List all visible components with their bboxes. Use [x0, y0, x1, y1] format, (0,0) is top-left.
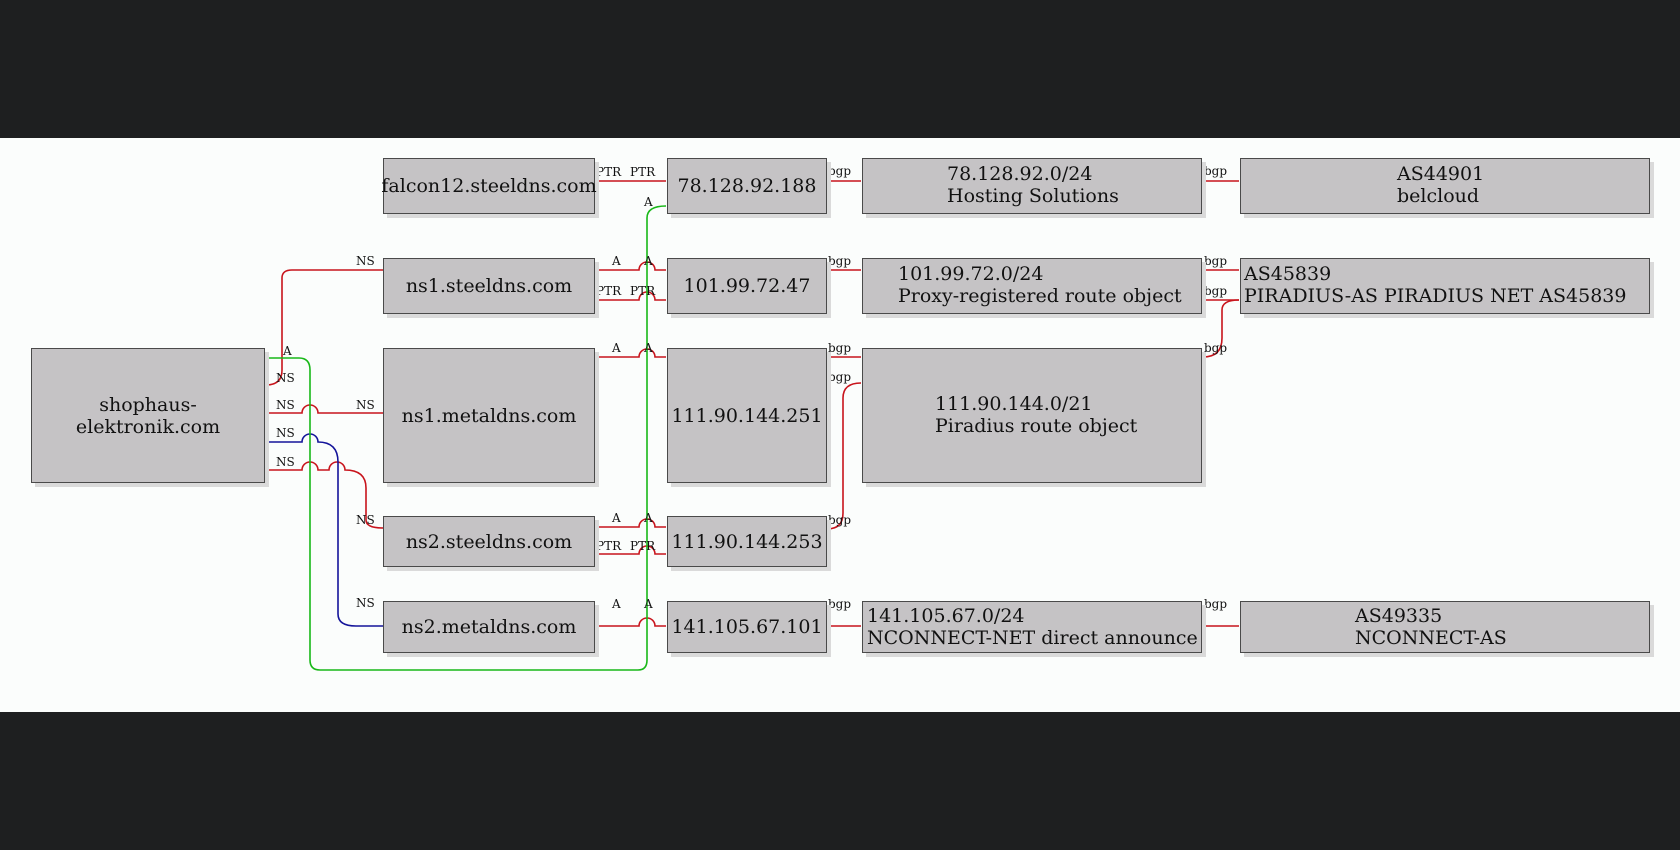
label-ptr-ip2: PTR	[630, 284, 656, 298]
node-as-49335[interactable]: AS49335 NCONNECT-AS	[1240, 601, 1650, 653]
label-bgp-net2-b: bgp	[1204, 284, 1227, 298]
node-net-78-128-92-0[interactable]: 78.128.92.0/24 Hosting Solutions	[862, 158, 1202, 214]
label-bgp-net1: bgp	[1204, 164, 1227, 178]
label-a-ip2: A	[643, 254, 653, 268]
label-a-ip4: A	[643, 511, 653, 525]
node-falcon12-label: falcon12.steeldns.com	[381, 175, 597, 197]
label-a-ip3: A	[643, 341, 653, 355]
net3-desc: Piradius route object	[935, 415, 1138, 437]
net2-prefix: 101.99.72.0/24	[898, 263, 1044, 285]
diagram-canvas: NS NS NS NS NS NS NS NS A A PTR PTR A A …	[0, 138, 1680, 712]
node-ns1-steeldns[interactable]: ns1.steeldns.com	[383, 258, 595, 314]
label-a-ns2metal: A	[611, 597, 621, 611]
node-ns2-metaldns[interactable]: ns2.metaldns.com	[383, 601, 595, 653]
node-ns1-metaldns[interactable]: ns1.metaldns.com	[383, 348, 595, 483]
label-ns-ns2steel: NS	[356, 513, 375, 527]
label-bgp-ip4: bgp	[828, 513, 851, 527]
net1-desc: Hosting Solutions	[947, 185, 1119, 207]
as1-desc: belcloud	[1397, 185, 1480, 207]
node-ns2-metaldns-label: ns2.metaldns.com	[401, 616, 577, 638]
edges-layer: NS NS NS NS NS NS NS NS A A PTR PTR A A …	[265, 164, 1240, 671]
label-a-ns2steel: A	[611, 511, 621, 525]
label-ptr-falcon12-b: PTR	[630, 165, 656, 179]
node-ip4-label: 111.90.144.253	[671, 530, 823, 553]
node-ip-101-99-72-47[interactable]: 101.99.72.47	[667, 258, 827, 314]
edge-ns2steel-ip4-a	[596, 518, 666, 528]
as2-asn: AS45839	[1244, 263, 1332, 285]
net4-desc: NCONNECT-NET direct announce	[867, 627, 1198, 649]
as3-desc: NCONNECT-AS	[1355, 627, 1507, 649]
node-ns2-steeldns[interactable]: ns2.steeldns.com	[383, 516, 595, 567]
node-as-45839[interactable]: AS45839 PIRADIUS-AS PIRADIUS NET AS45839	[1240, 258, 1650, 314]
label-bgp-net3: bgp	[1204, 341, 1227, 355]
node-ns1-steeldns-label: ns1.steeldns.com	[405, 275, 573, 297]
label-ns-ns2metal: NS	[356, 596, 375, 610]
label-ns-ns1metal: NS	[356, 398, 375, 412]
node-ip-111-90-144-251[interactable]: 111.90.144.251	[667, 348, 827, 483]
label-bgp-net4: bgp	[1204, 597, 1227, 611]
label-ns-4: NS	[276, 455, 295, 469]
node-ip5-label: 141.105.67.101	[671, 616, 823, 638]
label-ns-3: NS	[276, 426, 295, 440]
net1-prefix: 78.128.92.0/24	[947, 163, 1093, 185]
edge-domain-ns1steel	[265, 269, 383, 386]
as3-asn: AS49335	[1355, 605, 1443, 627]
label-a-ns1steel: A	[611, 254, 621, 268]
node-net-141-105-67-0[interactable]: 141.105.67.0/24 NCONNECT-NET direct anno…	[862, 601, 1202, 653]
node-ns1-metaldns-label: ns1.metaldns.com	[401, 404, 577, 427]
node-net-111-90-144-0[interactable]: 111.90.144.0/21 Piradius route object	[862, 348, 1202, 483]
node-falcon12[interactable]: falcon12.steeldns.com	[381, 158, 597, 214]
net4-prefix: 141.105.67.0/24	[867, 605, 1025, 627]
label-a-ip1: A	[643, 195, 653, 209]
label-bgp-ip3: bgp	[828, 341, 851, 355]
node-domain-label: shophaus-elektronik.com	[75, 393, 221, 438]
label-ns-ns1steel: NS	[356, 254, 375, 268]
label-ptr-ip4: PTR	[630, 539, 656, 553]
edge-net3-as2	[1202, 299, 1240, 358]
node-ip-141-105-67-101[interactable]: 141.105.67.101	[667, 601, 827, 653]
label-bgp-ip5: bgp	[828, 597, 851, 611]
label-bgp-ip1: bgp	[828, 164, 851, 178]
node-ip2-label: 101.99.72.47	[683, 275, 811, 297]
node-ip1-label: 78.128.92.188	[677, 175, 817, 197]
edge-ip4-net3	[826, 382, 862, 530]
label-bgp-net2-a: bgp	[1204, 254, 1227, 268]
label-bgp-ip4-net3: bgp	[828, 370, 851, 384]
label-a-ip5: A	[643, 597, 653, 611]
edge-labels: NS NS NS NS NS NS NS NS A A PTR PTR A A …	[276, 164, 1227, 611]
node-domain[interactable]: shophaus-elektronik.com	[31, 348, 265, 483]
label-bgp-ip2: bgp	[828, 254, 851, 268]
node-ip-111-90-144-253[interactable]: 111.90.144.253	[667, 516, 827, 567]
label-ptr-falcon12-a: PTR	[596, 165, 622, 179]
node-as-44901[interactable]: AS44901 belcloud	[1240, 158, 1650, 214]
as2-desc: PIRADIUS-AS PIRADIUS NET AS45839	[1244, 285, 1627, 307]
node-ip-78-128-92-188[interactable]: 78.128.92.188	[667, 158, 827, 214]
net2-desc: Proxy-registered route object	[898, 285, 1182, 307]
edge-ns1steel-ip2-a	[596, 261, 666, 271]
as1-asn: AS44901	[1397, 163, 1485, 185]
node-ip3-label: 111.90.144.251	[671, 404, 823, 427]
edge-domain-ns2steel	[266, 461, 384, 529]
node-ns2-steeldns-label: ns2.steeldns.com	[405, 530, 573, 553]
label-ns-1: NS	[276, 371, 295, 385]
edge-domain-ip1-a	[266, 205, 667, 671]
label-a-ns1metal: A	[611, 341, 621, 355]
net3-prefix: 111.90.144.0/21	[935, 393, 1093, 415]
edge-ns2metal-ip5	[596, 617, 666, 627]
edge-ns1metal-ip3	[596, 348, 666, 358]
label-a-domain: A	[282, 344, 292, 358]
label-ptr-ns1steel: PTR	[596, 284, 622, 298]
label-ns-2: NS	[276, 398, 295, 412]
label-ptr-ns2steel: PTR	[596, 539, 622, 553]
edge-domain-ns2metal	[266, 433, 383, 627]
node-net-101-99-72-0[interactable]: 101.99.72.0/24 Proxy-registered route ob…	[862, 258, 1202, 314]
